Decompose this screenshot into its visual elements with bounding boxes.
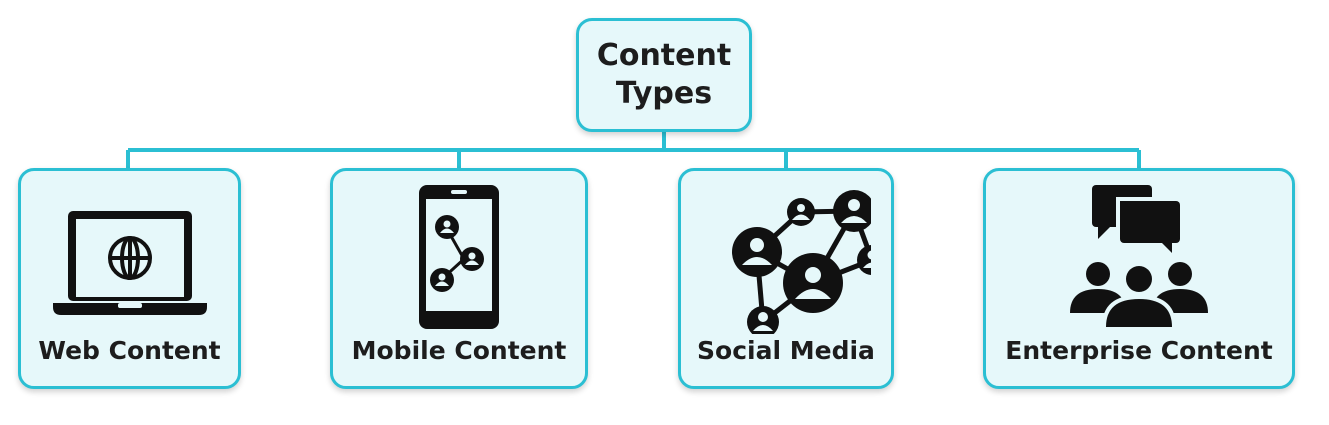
social-network-icon [681, 179, 891, 334]
root-title: Content Types [596, 38, 732, 111]
node-label: Enterprise Content [1005, 336, 1273, 365]
team-chat-icon [986, 179, 1292, 334]
node-label: Web Content [38, 336, 221, 365]
smartphone-network-icon [333, 179, 585, 334]
node-web-content: Web Content [18, 168, 241, 389]
root-node: Content Types [576, 18, 752, 132]
node-mobile-content: Mobile Content [330, 168, 588, 389]
node-social-media: Social Media [678, 168, 894, 389]
node-enterprise-content: Enterprise Content [983, 168, 1295, 389]
laptop-globe-icon [21, 179, 238, 334]
node-label: Mobile Content [351, 336, 567, 365]
node-label: Social Media [697, 336, 875, 365]
